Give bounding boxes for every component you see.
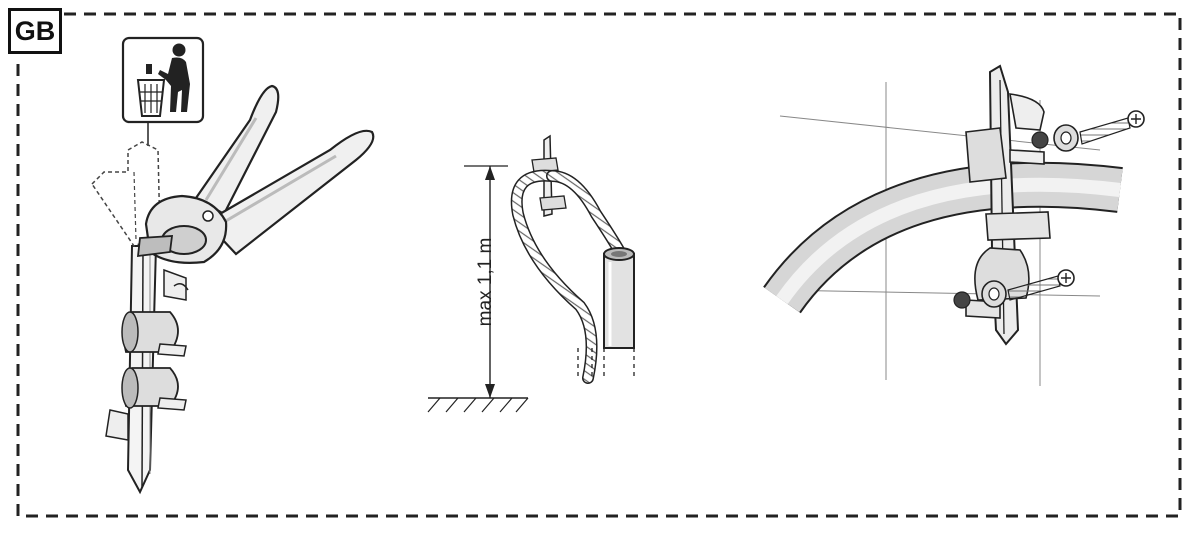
height-dimension-text: max 1,1 m — [475, 237, 496, 327]
recycle-bin-person-icon — [121, 36, 205, 124]
dashed-frame — [16, 12, 1182, 518]
step-mount-illustration — [763, 64, 1145, 386]
step-height-illustration — [427, 134, 635, 413]
screw-icon — [953, 269, 1075, 309]
language-badge: GB — [8, 8, 62, 54]
step-remove-illustration — [91, 36, 375, 495]
screw-icon — [1031, 110, 1145, 152]
pliers-icon — [136, 84, 375, 264]
